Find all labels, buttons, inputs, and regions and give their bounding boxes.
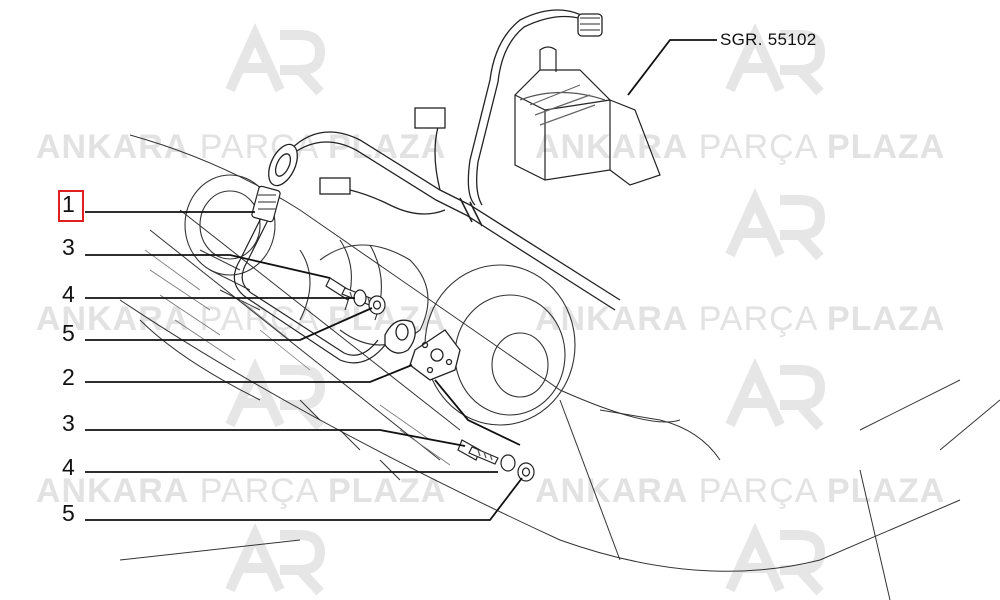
callout-2[interactable]: 2 bbox=[62, 364, 75, 390]
sensor-cable bbox=[233, 185, 386, 364]
bolt-upper-icon bbox=[325, 277, 376, 307]
callout-4[interactable]: 4 bbox=[62, 281, 75, 307]
callout-5[interactable]: 5 bbox=[62, 320, 75, 346]
washer-upper-icon bbox=[353, 289, 386, 315]
washer-lower-icon bbox=[500, 454, 535, 482]
reference-label: SGR. 55102 bbox=[720, 30, 817, 49]
ht-lead bbox=[467, 9, 603, 206]
callout-5[interactable]: 5 bbox=[62, 500, 75, 526]
leader-lines bbox=[85, 39, 717, 521]
callout-4[interactable]: 4 bbox=[62, 454, 75, 480]
callout-1[interactable]: 1 bbox=[62, 191, 75, 217]
ignition-coil-icon bbox=[514, 46, 661, 186]
callout-highlight-box bbox=[58, 190, 84, 222]
sensor-mounting-plate bbox=[384, 319, 461, 381]
callout-3[interactable]: 3 bbox=[62, 410, 75, 436]
engine-body-outline bbox=[119, 134, 1000, 600]
bolt-lower-icon bbox=[457, 439, 499, 465]
callout-3[interactable]: 3 bbox=[62, 234, 75, 260]
watermark-logo bbox=[225, 22, 826, 596]
wiring-harness bbox=[268, 107, 621, 311]
